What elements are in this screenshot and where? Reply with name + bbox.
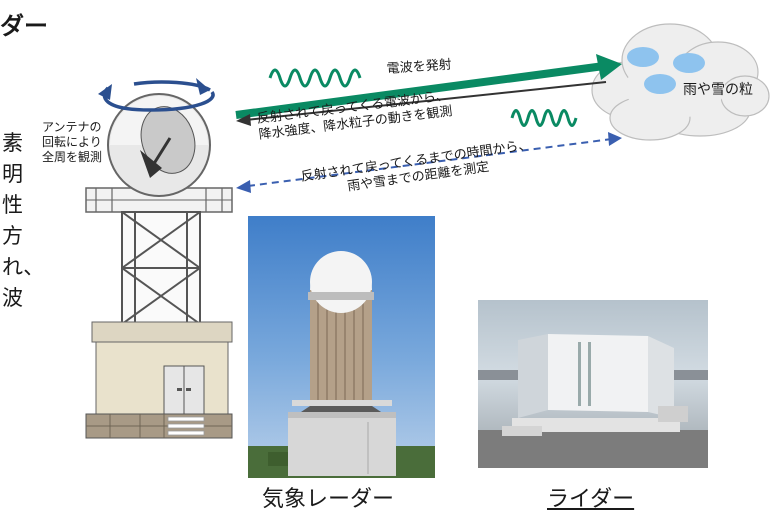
rotation-arrow-icon	[98, 78, 215, 112]
raindrop	[644, 74, 676, 94]
weather-radar-photo	[248, 216, 435, 478]
antenna-rotation-label: アンテナの 回転により 全周を観測	[42, 120, 102, 165]
lidar-photo-art	[478, 334, 708, 468]
sine-wave-icon	[268, 68, 362, 88]
antenna-label-line: 全周を観測	[42, 150, 103, 164]
weather-radar-photo-art	[248, 251, 435, 478]
title-fragment: ダー	[0, 12, 48, 40]
radar-tower	[85, 187, 233, 439]
rain-particles-label: 雨や雪の粒	[683, 82, 753, 98]
lidar-photo	[478, 300, 708, 468]
left-column-char: 波	[2, 286, 23, 310]
lidar-caption: ライダー	[547, 487, 635, 512]
building-door	[163, 365, 205, 415]
antenna-label-line: アンテナの	[42, 120, 102, 134]
rain-cloud	[591, 23, 770, 141]
left-column-char: 方	[2, 224, 23, 248]
left-column-char: 明	[2, 162, 23, 186]
left-column-char: 素	[2, 131, 23, 155]
left-column-char: 性	[2, 193, 23, 217]
weather-radar-caption: 気象レーダー	[262, 487, 395, 512]
timing-dashed-arrow	[236, 132, 622, 193]
antenna-dish	[140, 106, 196, 178]
antenna-label-line: 回転により	[42, 135, 102, 149]
emit-beam-arrow	[235, 54, 622, 119]
sine-wave-icon	[510, 109, 578, 127]
return-beam-arrow	[236, 81, 607, 126]
raindrop	[627, 47, 659, 67]
raindrop	[673, 53, 705, 73]
